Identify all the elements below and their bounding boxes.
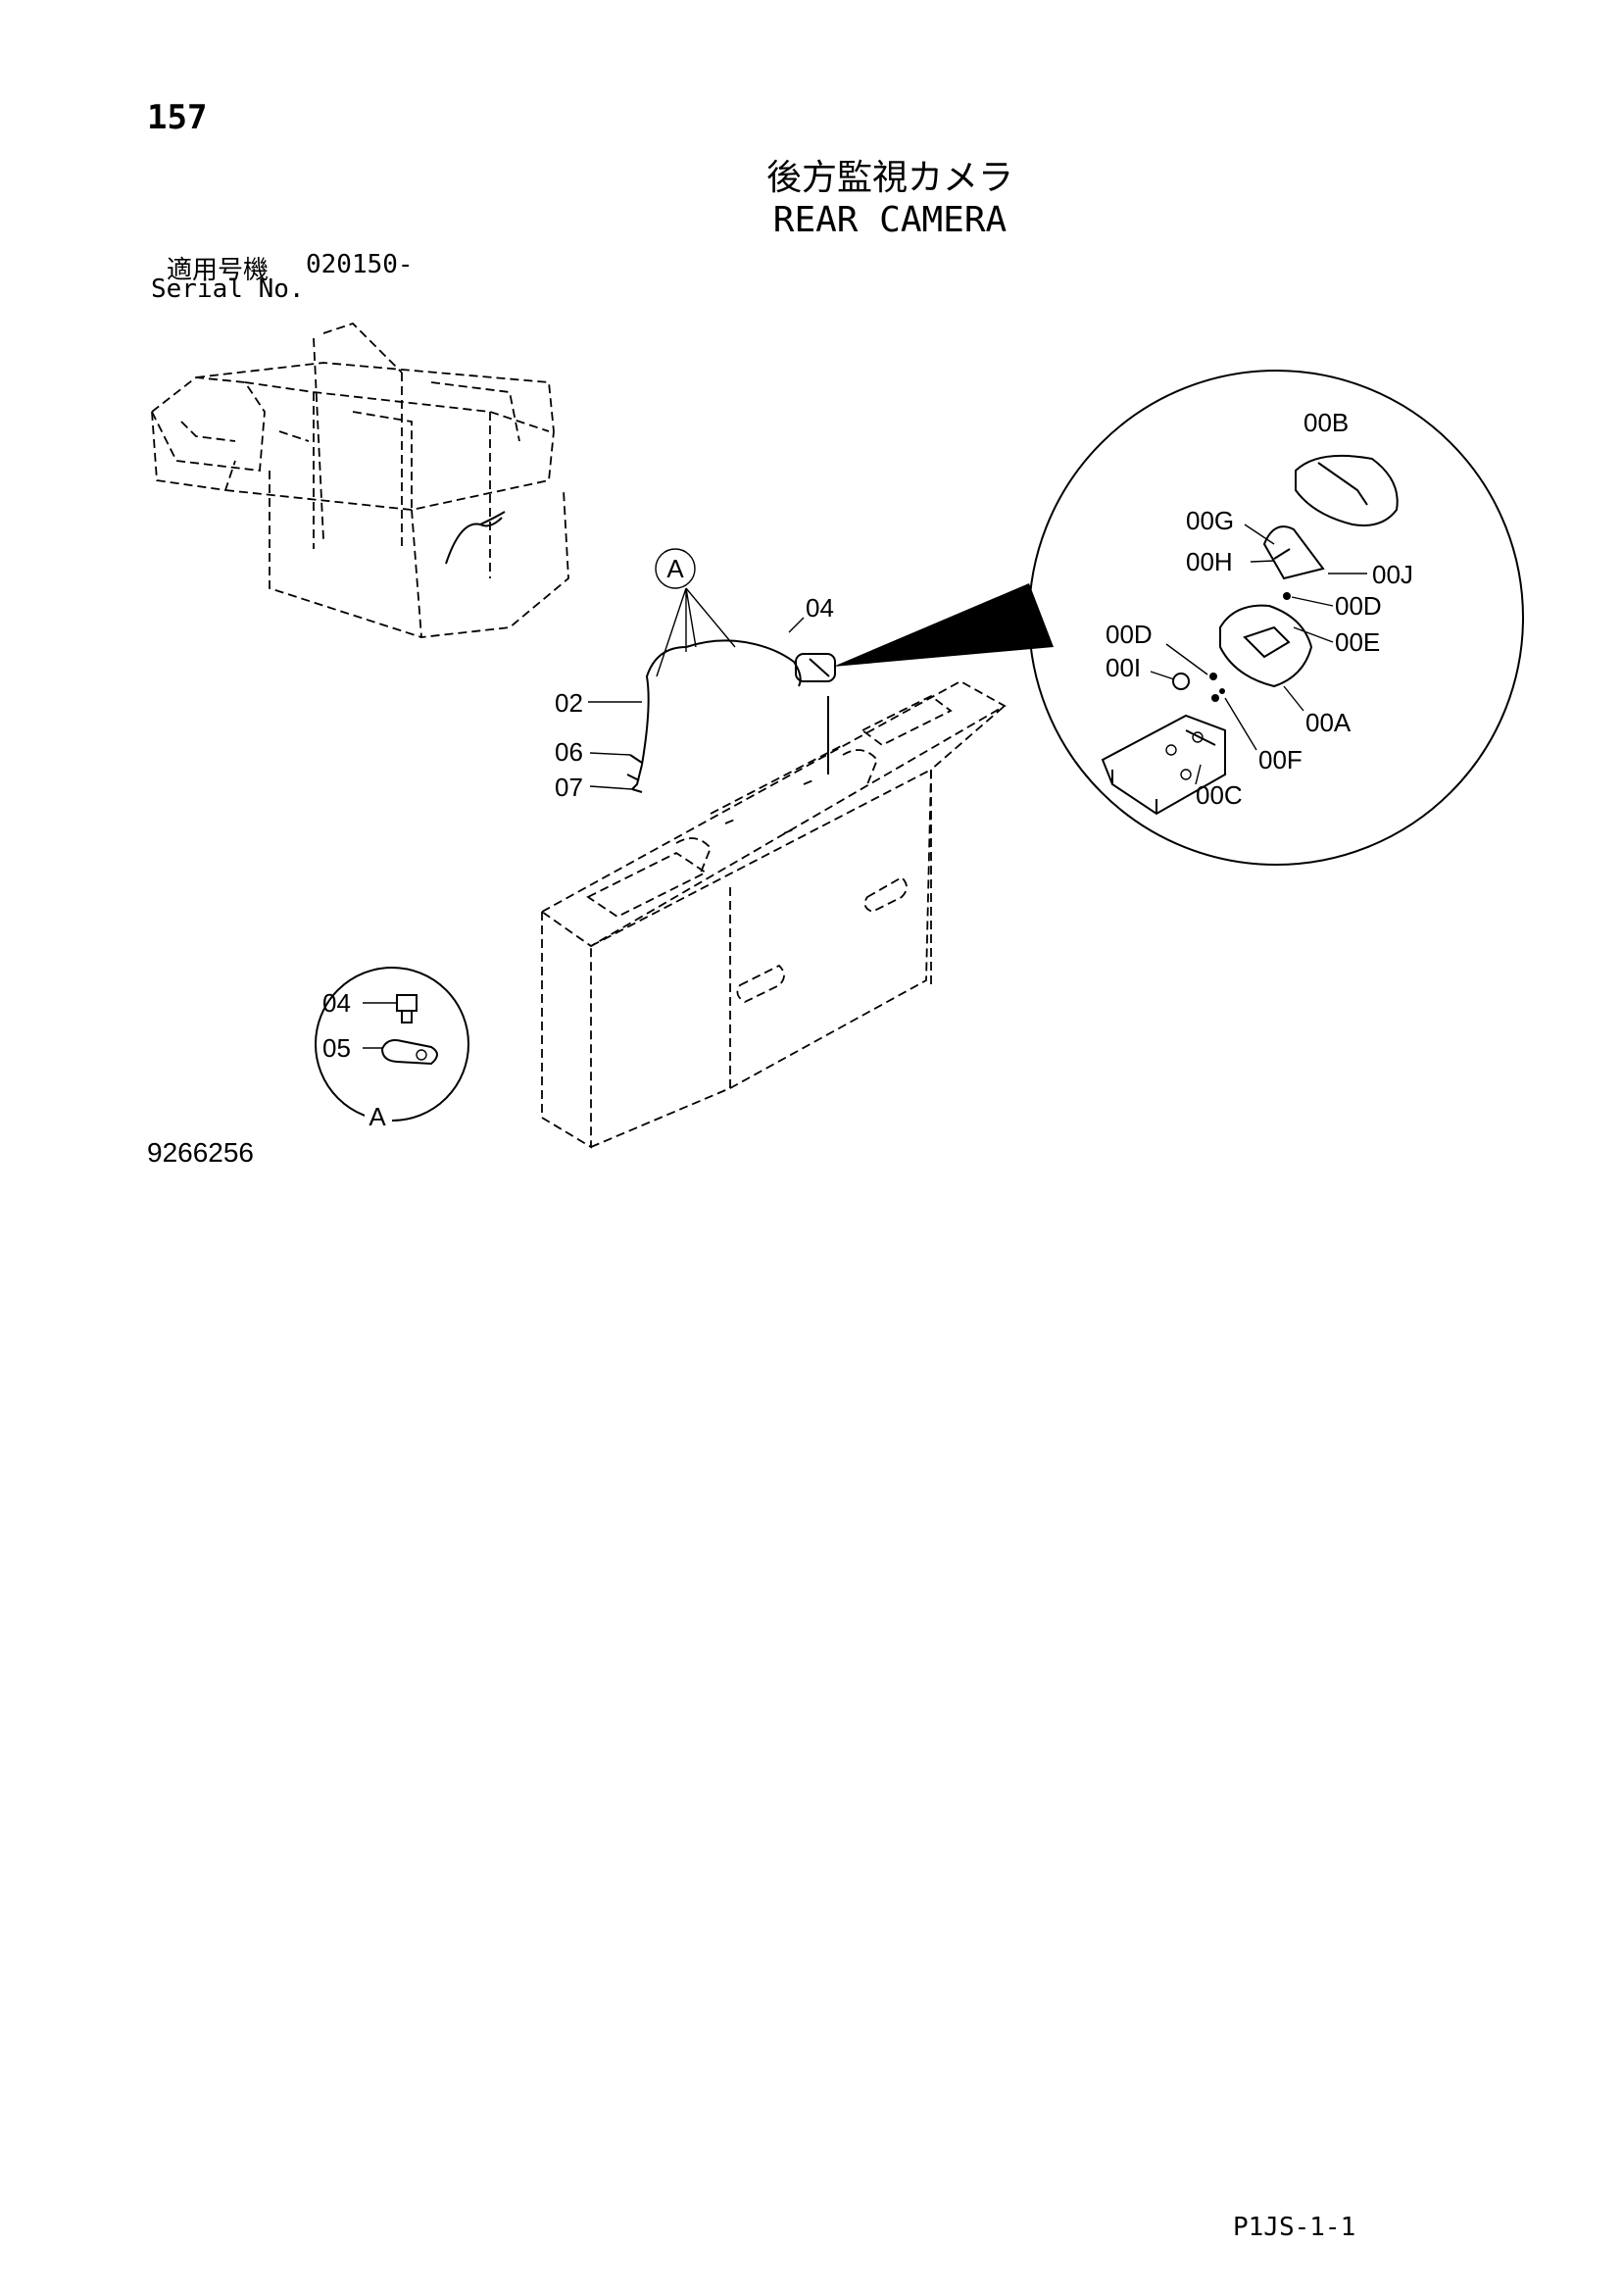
callout-a: A	[666, 554, 684, 583]
part-00a: 00A	[1305, 708, 1352, 737]
drawing-number: 9266256	[147, 1137, 255, 1168]
serial-label-en: Serial No.	[151, 275, 305, 304]
view-a-label: A	[369, 1102, 386, 1131]
page-code: P1JS-1-1	[1233, 2213, 1356, 2242]
callout-02: 02	[555, 688, 583, 718]
view-a-part-05: 05	[322, 1033, 351, 1063]
detail-leader-wedge	[833, 583, 1054, 667]
part-00d-lower: 00D	[1106, 620, 1153, 649]
part-00b: 00B	[1303, 408, 1349, 437]
part-00i: 00I	[1106, 653, 1141, 682]
page-title-en: REAR CAMERA	[772, 200, 1008, 240]
camera-detail-view: 00B 00G 00H 00J 00D 00E 00D 00I 00A 00F …	[1028, 370, 1524, 866]
view-a-detail: 04 05 A	[315, 967, 469, 1132]
serial-range: 020150-	[306, 250, 414, 279]
page-title-jp: 後方監視カメラ	[765, 158, 1013, 198]
page-number: 157	[147, 98, 208, 137]
part-00d-upper: 00D	[1335, 591, 1382, 621]
part-00j: 00J	[1372, 560, 1413, 589]
callout-04: 04	[806, 593, 834, 623]
camera-harness: A 04 02 06 07	[555, 548, 836, 802]
part-00f: 00F	[1258, 745, 1303, 774]
serial-label-jp: 適用号機	[167, 256, 270, 285]
part-00g: 00G	[1186, 506, 1234, 535]
part-00e: 00E	[1335, 627, 1380, 657]
callout-06: 06	[555, 737, 583, 767]
callout-07: 07	[555, 773, 583, 802]
part-00c: 00C	[1196, 780, 1243, 810]
counterweight-drawing	[540, 679, 1007, 1149]
machine-overview-drawing	[150, 322, 569, 638]
view-a-part-04: 04	[322, 988, 351, 1018]
part-00h: 00H	[1186, 547, 1233, 576]
